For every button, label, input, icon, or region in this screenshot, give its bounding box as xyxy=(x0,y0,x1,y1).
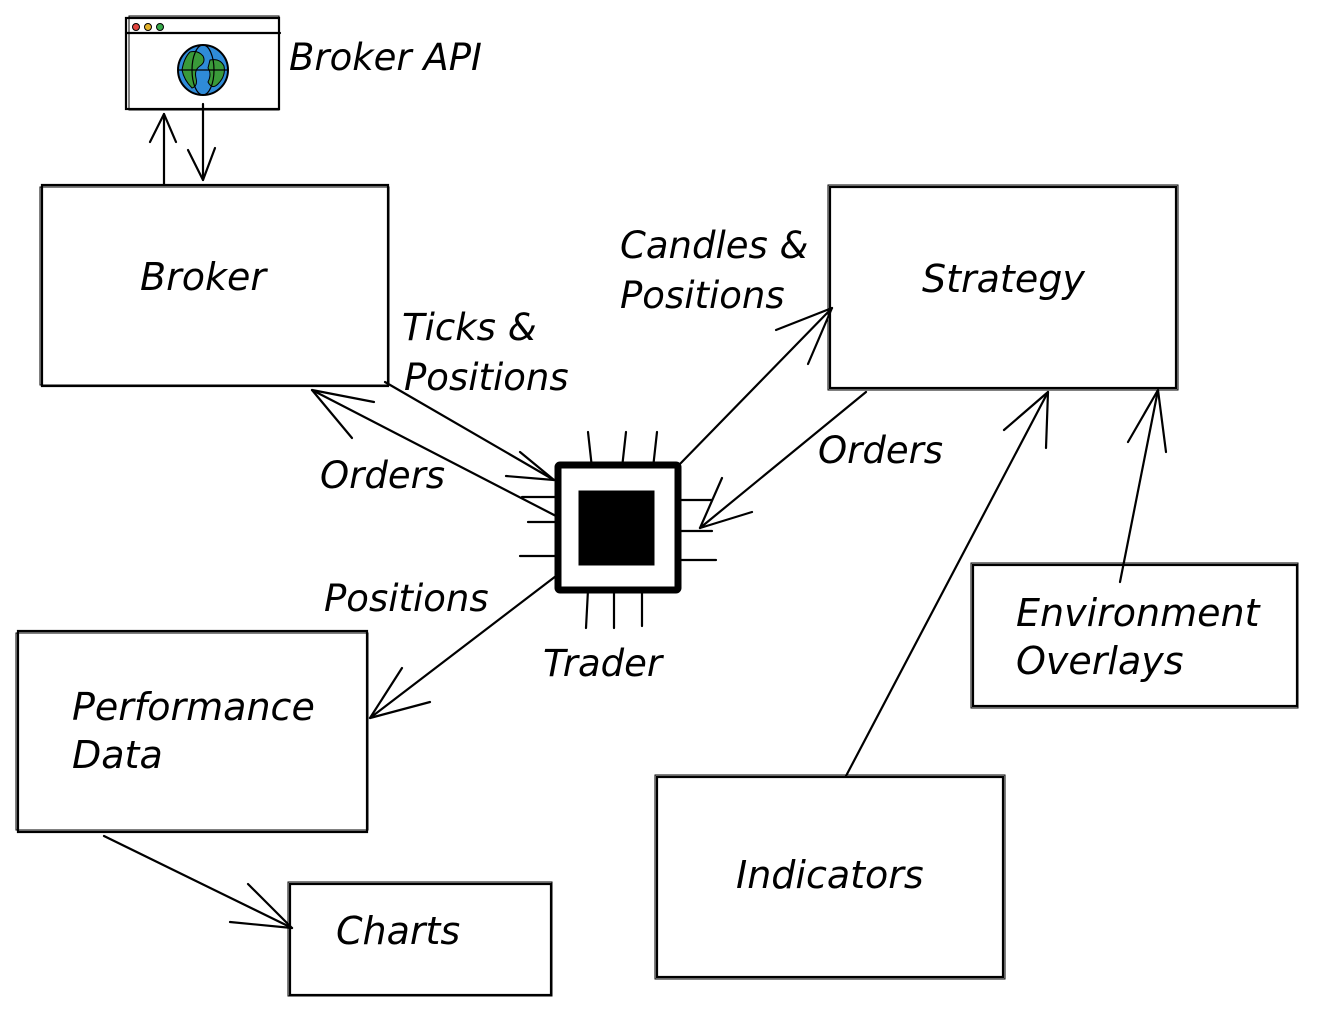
trader-label: Trader xyxy=(543,642,665,685)
performance-data-label: Performance Data xyxy=(72,685,327,777)
environment-overlays-line-2: Overlays xyxy=(1016,639,1184,683)
ticks-positions-line-2: Positions xyxy=(404,356,569,399)
orders-to-broker-label: Orders xyxy=(320,454,445,497)
trader-to-broker-arrow xyxy=(310,388,558,518)
strategy-to-trader-arrow xyxy=(698,390,868,530)
browser-window-globe-icon xyxy=(124,15,282,111)
performance-data-line-1: Performance xyxy=(72,685,315,729)
indicators-label: Indicators xyxy=(736,853,924,897)
orders-from-strategy-label: Orders xyxy=(818,429,943,472)
window-dot-red xyxy=(132,23,140,31)
strategy-label: Strategy xyxy=(922,257,1085,301)
window-dot-yellow xyxy=(144,23,152,31)
candles-positions-label: Candles & Positions xyxy=(620,224,820,317)
environment-overlays-node xyxy=(970,562,1299,709)
globe-icon xyxy=(177,44,229,96)
broker-label: Broker xyxy=(140,255,268,299)
trader-to-strategy-arrow xyxy=(676,306,834,468)
broker-to-api-arrow xyxy=(148,112,178,187)
cpu-chip-icon xyxy=(518,430,718,630)
candles-positions-line-2: Positions xyxy=(620,274,785,317)
performance-to-charts-arrow xyxy=(102,834,294,930)
overlays-to-strategy-arrow xyxy=(1118,388,1168,584)
positions-to-performance-label: Positions xyxy=(324,577,489,620)
charts-label: Charts xyxy=(336,909,460,953)
trader-to-performance-arrow xyxy=(368,574,558,720)
broker-api-label: Broker API xyxy=(289,36,482,79)
charts-node xyxy=(287,881,553,997)
performance-data-node xyxy=(15,629,369,834)
strategy-node xyxy=(827,184,1179,391)
window-dot-green xyxy=(156,23,164,31)
indicators-node xyxy=(654,774,1006,980)
ticks-positions-line-1: Ticks & xyxy=(402,306,537,349)
broker-to-trader-arrow xyxy=(383,380,556,482)
indicators-to-strategy-arrow xyxy=(844,390,1050,778)
api-to-broker-arrow xyxy=(186,102,217,182)
performance-data-line-2: Data xyxy=(72,733,163,777)
broker-node xyxy=(39,183,390,388)
candles-positions-line-1: Candles & xyxy=(620,224,808,267)
environment-overlays-label: Environment Overlays xyxy=(1016,591,1272,683)
environment-overlays-line-1: Environment xyxy=(1016,591,1262,635)
ticks-positions-label: Ticks & Positions xyxy=(402,306,569,399)
